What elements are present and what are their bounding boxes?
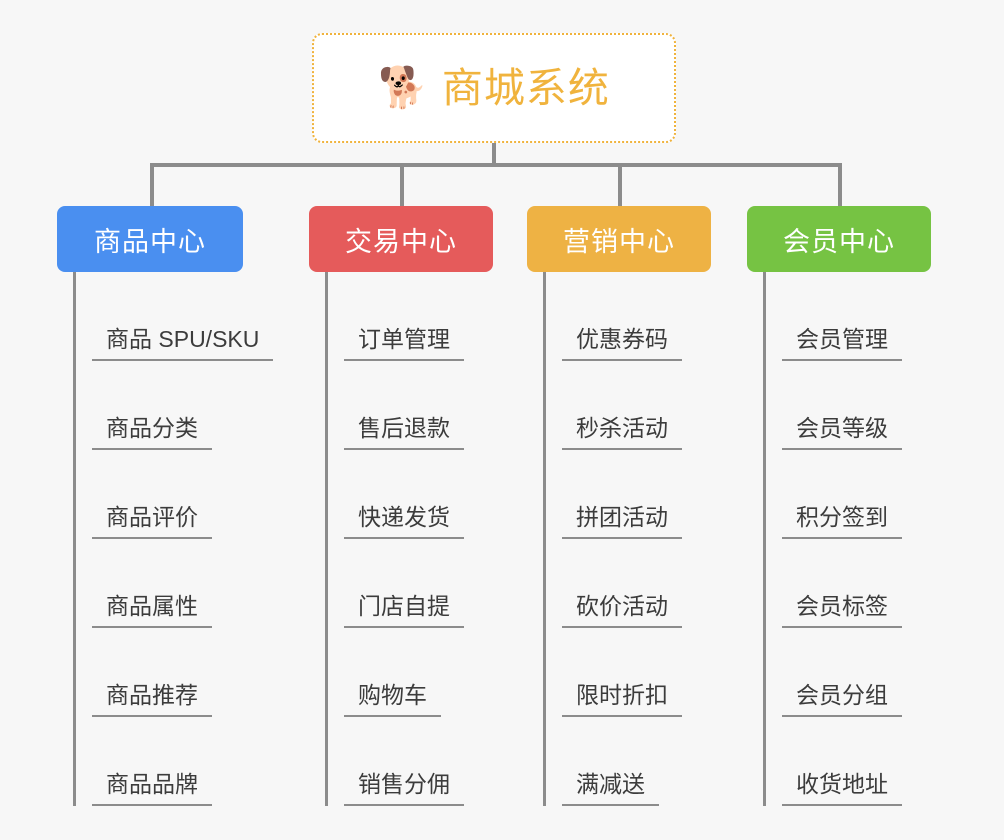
leaf-label: 优惠券码: [562, 326, 682, 361]
list-item[interactable]: 秒杀活动: [562, 361, 711, 450]
list-item[interactable]: 会员标签: [782, 539, 931, 628]
leaf-label: 会员标签: [782, 593, 902, 628]
list-item[interactable]: 收货地址: [782, 717, 931, 806]
leaf-label: 砍价活动: [562, 593, 682, 628]
leaf-label: 拼团活动: [562, 504, 682, 539]
list-item[interactable]: 积分签到: [782, 450, 931, 539]
list-item[interactable]: 售后退款: [344, 361, 493, 450]
list-item[interactable]: 会员分组: [782, 628, 931, 717]
list-item[interactable]: 砍价活动: [562, 539, 711, 628]
leaf-label: 快递发货: [344, 504, 464, 539]
leaf-label: 售后退款: [344, 415, 464, 450]
leaf-label: 订单管理: [344, 326, 464, 361]
list-item[interactable]: 满减送: [562, 717, 711, 806]
leaf-label: 购物车: [344, 682, 441, 717]
leaf-label: 销售分佣: [344, 771, 464, 806]
connector-horizontal-bus: [150, 163, 842, 167]
list-item[interactable]: 商品推荐: [92, 628, 243, 717]
list-item[interactable]: 拼团活动: [562, 450, 711, 539]
leaf-label: 限时折扣: [562, 682, 682, 717]
list-item[interactable]: 商品属性: [92, 539, 243, 628]
list-item[interactable]: 限时折扣: [562, 628, 711, 717]
list-item[interactable]: 商品品牌: [92, 717, 243, 806]
leaf-list-marketing-center: 优惠券码 秒杀活动 拼团活动 砍价活动 限时折扣 满减送: [543, 272, 711, 806]
connector-drop-marketing-center: [618, 163, 622, 206]
leaf-list-member-center: 会员管理 会员等级 积分签到 会员标签 会员分组 收货地址: [763, 272, 931, 806]
list-item[interactable]: 商品 SPU/SKU: [92, 272, 274, 361]
root-node-title: 商城系统: [441, 64, 610, 111]
leaf-label: 商品 SPU/SKU: [92, 326, 274, 361]
connector-drop-product-center: [150, 163, 154, 206]
branch-header-marketing-center[interactable]: 营销中心: [527, 206, 711, 272]
leaf-label: 商品评价: [92, 504, 212, 539]
list-item[interactable]: 快递发货: [344, 450, 493, 539]
root-node[interactable]: 🐕 商城系统: [312, 33, 676, 143]
list-item[interactable]: 商品分类: [92, 361, 243, 450]
list-item[interactable]: 优惠券码: [562, 272, 711, 361]
leaf-label: 满减送: [562, 771, 659, 806]
list-item[interactable]: 商品评价: [92, 450, 243, 539]
leaf-label: 会员管理: [782, 326, 902, 361]
branch-column-product-center: 商品中心 商品 SPU/SKU 商品分类 商品评价 商品属性 商品推荐 商品品牌: [57, 206, 274, 806]
branch-header-member-center[interactable]: 会员中心: [747, 206, 931, 272]
leaf-label: 秒杀活动: [562, 415, 682, 450]
leaf-label: 商品推荐: [92, 682, 212, 717]
leaf-label: 会员分组: [782, 682, 902, 717]
leaf-label: 门店自提: [344, 593, 464, 628]
list-item[interactable]: 销售分佣: [344, 717, 493, 806]
branch-column-marketing-center: 营销中心 优惠券码 秒杀活动 拼团活动 砍价活动 限时折扣 满减送: [527, 206, 711, 806]
leaf-list-trade-center: 订单管理 售后退款 快递发货 门店自提 购物车 销售分佣: [325, 272, 493, 806]
list-item[interactable]: 会员管理: [782, 272, 931, 361]
shiba-inu-icon: 🐕: [378, 66, 428, 110]
connector-drop-trade-center: [400, 163, 404, 206]
leaf-label: 商品品牌: [92, 771, 212, 806]
list-item[interactable]: 会员等级: [782, 361, 931, 450]
connector-drop-member-center: [838, 163, 842, 206]
branch-column-member-center: 会员中心 会员管理 会员等级 积分签到 会员标签 会员分组 收货地址: [747, 206, 931, 806]
leaf-label: 收货地址: [782, 771, 902, 806]
leaf-label: 积分签到: [782, 504, 902, 539]
list-item[interactable]: 购物车: [344, 628, 493, 717]
list-item[interactable]: 门店自提: [344, 539, 493, 628]
leaf-label: 会员等级: [782, 415, 902, 450]
leaf-list-product-center: 商品 SPU/SKU 商品分类 商品评价 商品属性 商品推荐 商品品牌: [73, 272, 274, 806]
list-item[interactable]: 订单管理: [344, 272, 493, 361]
branch-column-trade-center: 交易中心 订单管理 售后退款 快递发货 门店自提 购物车 销售分佣: [309, 206, 493, 806]
branch-header-trade-center[interactable]: 交易中心: [309, 206, 493, 272]
leaf-label: 商品属性: [92, 593, 212, 628]
connector-root-stem: [492, 143, 496, 165]
leaf-label: 商品分类: [92, 415, 212, 450]
branch-header-product-center[interactable]: 商品中心: [57, 206, 243, 272]
